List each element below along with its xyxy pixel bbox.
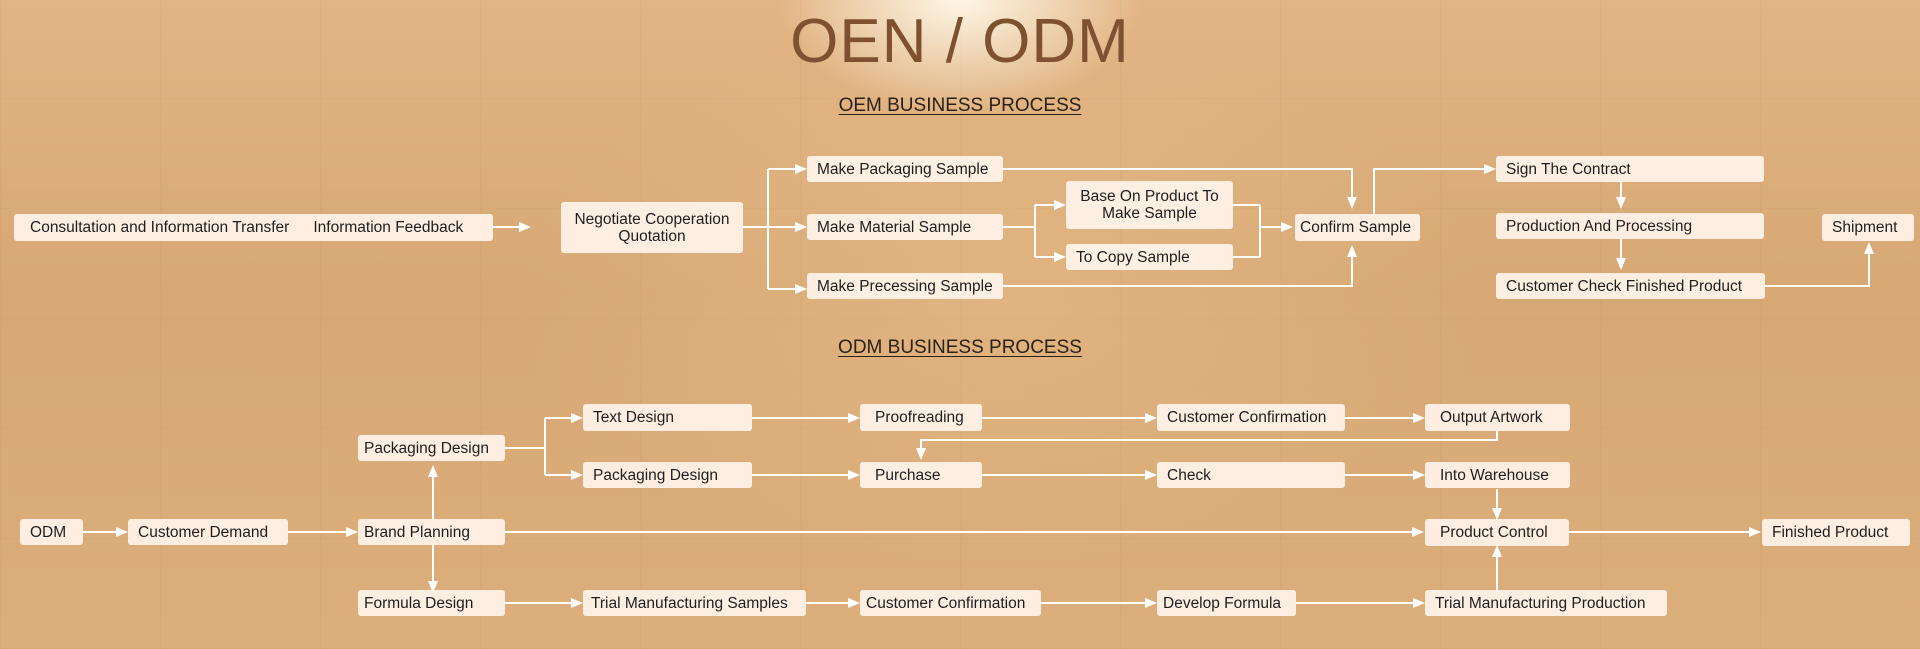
confirm-sample-box: Confirm Sample <box>1295 214 1420 241</box>
purchase-box: Purchase <box>860 462 982 488</box>
information-feedback-label: Information Feedback <box>313 219 464 236</box>
make-precessing-sample-box: Make Precessing Sample <box>807 273 1003 299</box>
packaging-design-2-box: Packaging Design <box>583 462 752 488</box>
trial-production-box: Trial Manufacturing Production <box>1425 590 1667 616</box>
check-box: Check <box>1157 462 1345 488</box>
output-artwork-box: Output Artwork <box>1425 404 1570 431</box>
odm-box: ODM <box>20 519 83 545</box>
shipment-box: Shipment <box>1822 214 1914 241</box>
make-material-sample-box: Make Material Sample <box>807 214 1003 240</box>
consultation-label: Consultation and Information Transfer <box>30 219 290 236</box>
customer-confirmation-box: Customer Confirmation <box>1157 404 1345 431</box>
customer-confirmation-2-box: Customer Confirmation <box>860 590 1041 616</box>
develop-formula-box: Develop Formula <box>1157 590 1296 616</box>
odm-heading: ODM BUSINESS PROCESS <box>838 337 1082 358</box>
customer-check-box: Customer Check Finished Product <box>1496 273 1765 299</box>
formula-design-box: Formula Design <box>358 590 505 616</box>
packaging-design-box: Packaging Design <box>358 435 505 461</box>
base-on-product-box: Base On Product To Make Sample <box>1066 181 1233 229</box>
into-warehouse-box: Into Warehouse <box>1425 462 1570 488</box>
product-control-box: Product Control <box>1425 519 1569 546</box>
oem-heading: OEM BUSINESS PROCESS <box>838 95 1082 116</box>
proofreading-box: Proofreading <box>860 404 982 431</box>
copy-sample-box: To Copy Sample <box>1066 244 1233 270</box>
customer-demand-box: Customer Demand <box>128 519 288 545</box>
trial-samples-box: Trial Manufacturing Samples <box>583 590 806 616</box>
brand-planning-box: Brand Planning <box>358 519 505 545</box>
sign-contract-box: Sign The Contract <box>1496 156 1764 182</box>
make-packaging-sample-box: Make Packaging Sample <box>807 156 1003 182</box>
negotiate-quotation-box: Negotiate Cooperation Quotation <box>561 202 743 253</box>
page-title: OEN / ODM <box>790 7 1130 76</box>
finished-product-box: Finished Product <box>1762 519 1910 546</box>
text-design-box: Text Design <box>583 404 752 431</box>
production-processing-box: Production And Processing <box>1496 213 1764 239</box>
consultation-box: Consultation and Information Transfer In… <box>14 214 493 241</box>
